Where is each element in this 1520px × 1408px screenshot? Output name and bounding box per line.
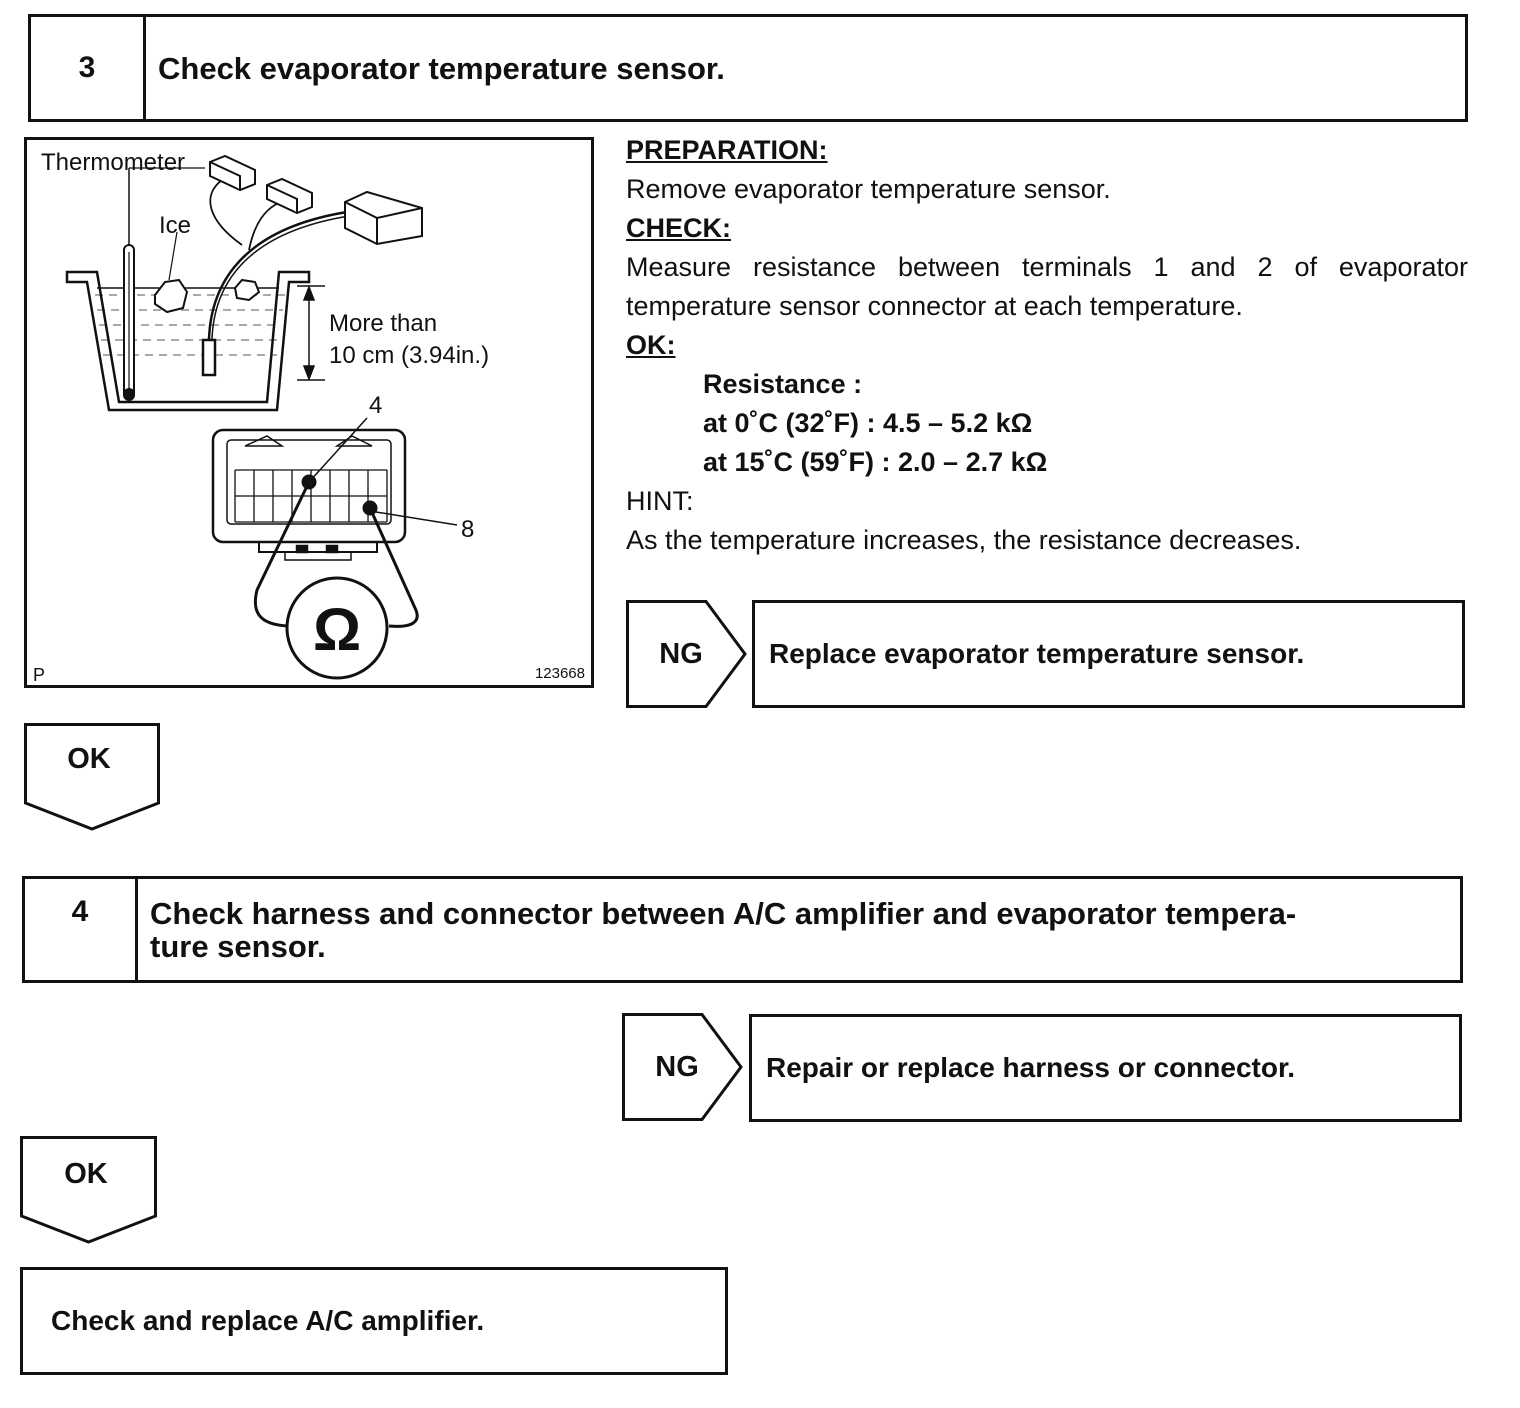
check-text-line1: Measure resistance between terminals 1 a… — [626, 252, 1468, 282]
ok1-tag: OK — [24, 723, 160, 831]
preparation-header: PREPARATION: — [626, 135, 828, 165]
step4-title-line2: ture sensor. — [150, 929, 326, 964]
figure-id-label: 123668 — [535, 665, 585, 682]
ok-header: OK: — [626, 330, 676, 360]
step4-title-line1: Check harness and connector between A/C … — [150, 896, 1297, 931]
step4-header: 4 Check harness and connector between A/… — [22, 876, 1463, 983]
step4-number: 4 — [25, 879, 138, 980]
ice-label: Ice — [159, 212, 191, 239]
final-action-box: Check and replace A/C amplifier. — [20, 1267, 728, 1375]
ng2-label: NG — [655, 1050, 699, 1083]
ng1-tag: NG — [626, 600, 748, 708]
probe-leads — [253, 417, 458, 628]
resistance-label: Resistance : — [703, 369, 863, 399]
ice-icon — [154, 231, 261, 314]
ok1-label: OK — [67, 743, 111, 775]
ok1-arrow-shape — [24, 723, 160, 831]
connector-plugs-icon — [209, 154, 423, 246]
ng2-tag: NG — [622, 1013, 744, 1121]
ng1-arrow-shape — [626, 600, 747, 708]
corner-p-label: P — [33, 665, 45, 685]
check-header: CHECK: — [626, 213, 731, 243]
ng1-action-box: Replace evaporator temperature sensor. — [752, 600, 1465, 708]
ok2-label: OK — [64, 1158, 108, 1190]
hint-header: HINT: — [626, 486, 694, 516]
step3-number: 3 — [31, 17, 146, 119]
container-icon — [65, 270, 311, 412]
ng1-action: Replace evaporator temperature sensor. — [769, 638, 1305, 669]
dimension-arrow — [297, 284, 325, 382]
ok2-arrow-shape — [20, 1136, 157, 1244]
sensor-probe-icon — [201, 179, 350, 377]
ng2-action: Repair or replace harness or connector. — [766, 1052, 1296, 1083]
step4-title: Check harness and connector between A/C … — [138, 879, 1296, 980]
thermometer-label: Thermometer — [41, 149, 185, 176]
more-than-label: More than — [329, 310, 437, 337]
check-text-line2: temperature sensor connector at each tem… — [626, 291, 1243, 321]
thermometer-icon — [123, 167, 205, 401]
connector-icon — [211, 428, 407, 561]
sensor-figure: Ω Thermometer Ice More than 10 cm (3.94i… — [24, 137, 594, 688]
hint-text: As the temperature increases, the resist… — [626, 525, 1302, 555]
instructions: PREPARATION: Remove evaporator temperatu… — [626, 131, 1468, 560]
distance-label: 10 cm (3.94in.) — [329, 342, 489, 369]
spec-15c: at 15˚C (59˚F) : 2.0 – 2.7 kΩ — [703, 447, 1048, 477]
terminal-8-label: 8 — [461, 516, 474, 543]
ng2-action-box: Repair or replace harness or connector. — [749, 1014, 1462, 1122]
step3-title: Check evaporator temperature sensor. — [158, 50, 725, 86]
ohmmeter-icon — [285, 576, 389, 680]
ok2-tag: OK — [20, 1136, 157, 1244]
ng2-arrow-shape — [622, 1013, 743, 1121]
terminal-4-label: 4 — [369, 392, 382, 419]
ng1-label: NG — [659, 637, 703, 670]
ohm-symbol: Ω — [313, 596, 361, 663]
step4-number-text: 4 — [71, 895, 89, 928]
final-action: Check and replace A/C amplifier. — [51, 1305, 485, 1336]
sensor-diagram: Ω Thermometer Ice More than 10 cm (3.94i… — [33, 149, 585, 685]
spec-0c: at 0˚C (32˚F) : 4.5 – 5.2 kΩ — [703, 408, 1033, 438]
preparation-text: Remove evaporator temperature sensor. — [626, 174, 1111, 204]
step3-header: 3 Check evaporator temperature sensor. — [28, 14, 1468, 122]
